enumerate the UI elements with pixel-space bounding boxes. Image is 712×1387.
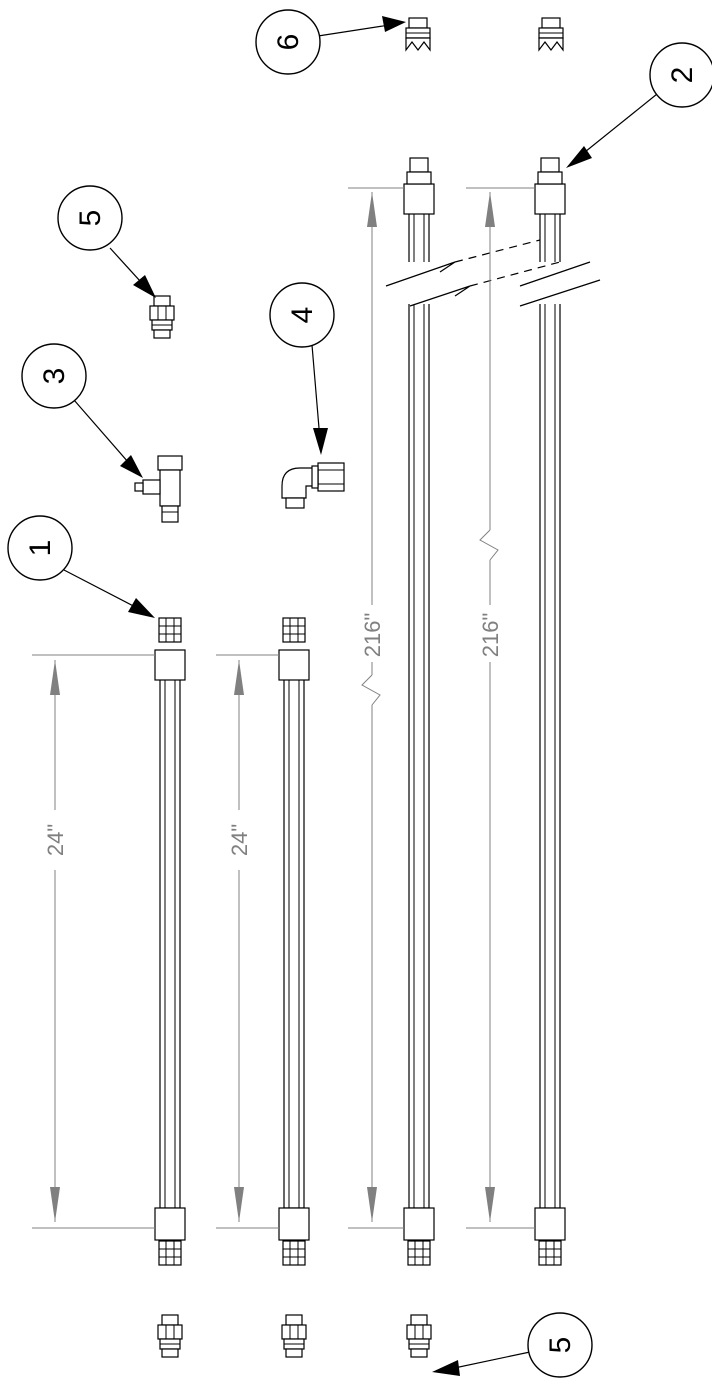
dimension-hose-a: 24": [32, 654, 155, 1229]
callout-item-4: 4: [269, 282, 335, 455]
callout-item-1: 1: [7, 515, 155, 618]
elbow-fitting: [281, 462, 345, 509]
callout-label-6: 6: [272, 34, 305, 51]
tee-fitting: [134, 455, 183, 523]
callout-label-5-bottom: 5: [544, 1337, 577, 1354]
callout-label-2: 2: [666, 67, 699, 84]
hose-assembly-c: [403, 157, 435, 1266]
callout-item-5-top: 5: [57, 185, 156, 298]
callout-label-1: 1: [24, 540, 57, 557]
hose-assembly-b: [278, 617, 310, 1266]
callout-item-5-bottom: 5: [432, 1312, 593, 1378]
callout-item-3: 3: [21, 343, 143, 478]
hose-assembly-d: [534, 157, 566, 1266]
dimension-label-hose-a: 24": [43, 824, 68, 856]
coupler-fittings: [405, 17, 564, 51]
dimension-hose-b: 24": [216, 654, 279, 1229]
callout-label-4: 4: [286, 307, 319, 324]
callout-item-6: 6: [255, 9, 406, 75]
hose-assembly-a: [154, 617, 186, 1266]
dimension-label-hose-d: 216": [478, 613, 503, 658]
dimension-hose-d: 216": [466, 187, 535, 1229]
callout-item-2: 2: [566, 42, 712, 168]
dimension-label-hose-b: 24": [227, 824, 252, 856]
dimension-label-hose-c: 216": [360, 613, 385, 658]
callout-label-3: 3: [38, 368, 71, 385]
dimension-hose-c: 216": [348, 187, 404, 1229]
break-lines: [385, 239, 601, 307]
callout-label-5-top: 5: [74, 210, 107, 227]
